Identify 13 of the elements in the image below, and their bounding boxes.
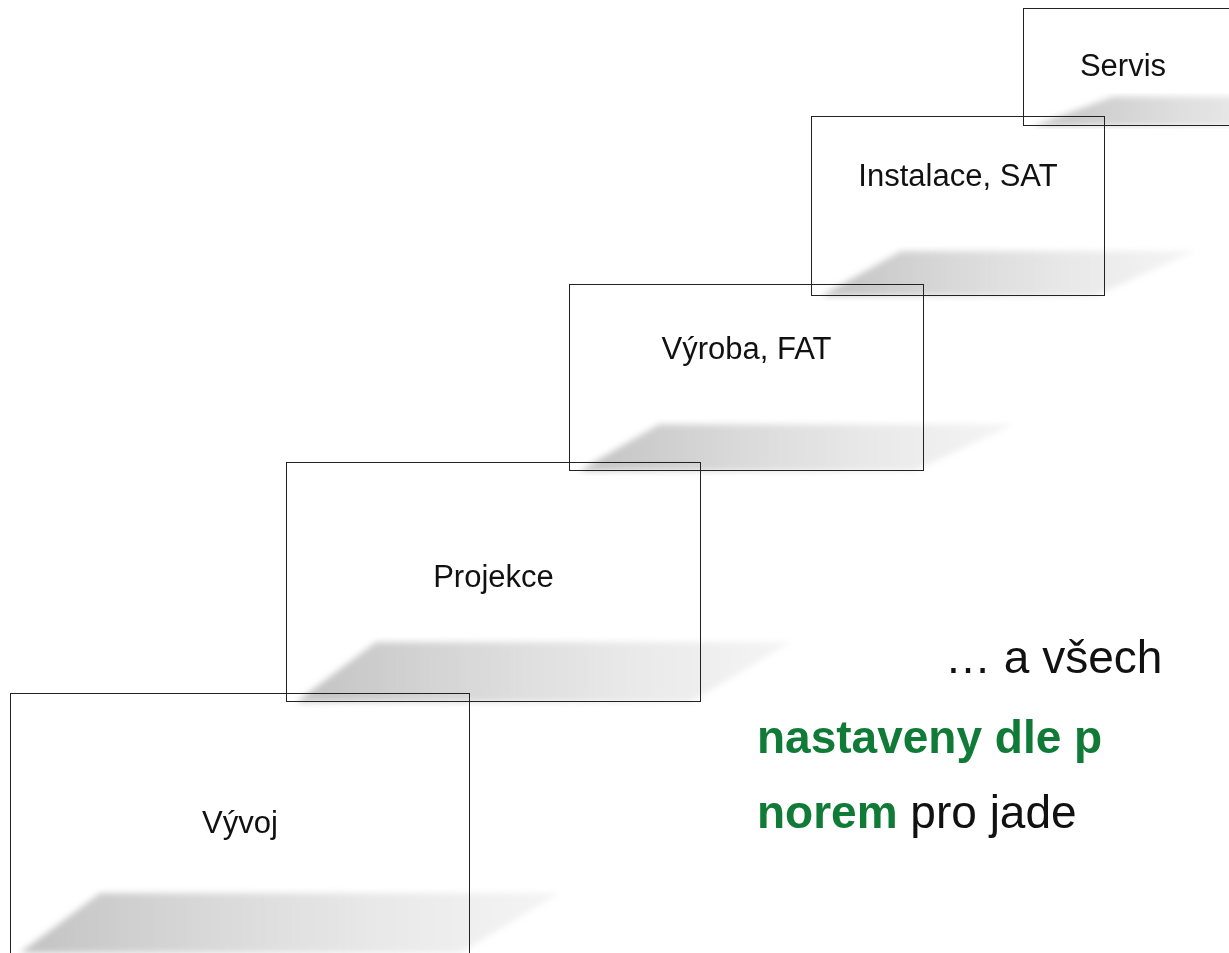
stage-label: Instalace, SAT xyxy=(857,157,1059,195)
note-text: nastaveny dle p xyxy=(757,710,1103,764)
stage-label: Projekce xyxy=(432,558,555,596)
stage-box xyxy=(286,462,701,702)
stage-label: Výroba, FAT xyxy=(660,330,833,368)
stage-box xyxy=(569,284,924,471)
note-text: … a všech xyxy=(945,630,1163,684)
stage-label: Servis xyxy=(1078,47,1168,85)
stage-label: Vývoj xyxy=(201,804,279,842)
stage-box xyxy=(1023,8,1229,126)
note-text: norem pro jade xyxy=(757,785,1077,839)
stage-box xyxy=(10,693,470,953)
stage-box xyxy=(811,116,1105,296)
